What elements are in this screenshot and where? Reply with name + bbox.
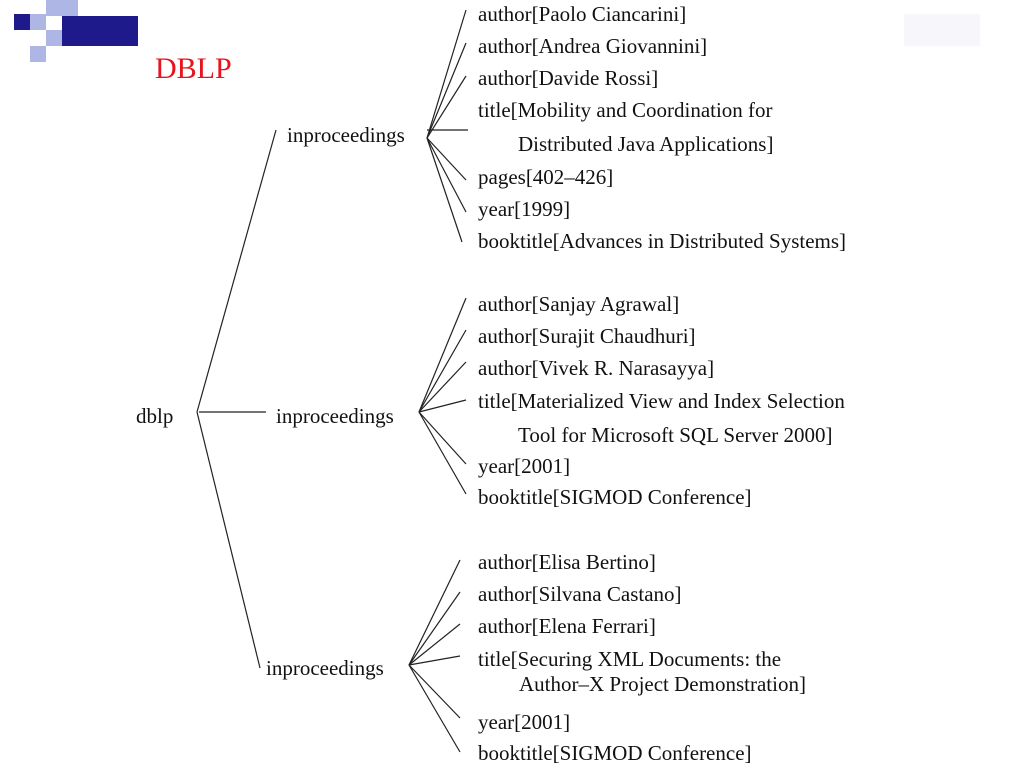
edge-3-4 <box>408 655 461 666</box>
leaf-3-4: title[Securing XML Documents: the Author… <box>478 647 806 696</box>
edge-1-1 <box>426 9 467 139</box>
leaf-3-4-continuation: Author–X Project Demonstration] <box>519 672 806 696</box>
leaf-3-4-line: title[Securing XML Documents: the <box>478 647 782 671</box>
edge-3-3 <box>408 623 461 666</box>
leaf-1-7: booktitle[Advances in Distributed System… <box>478 229 847 253</box>
logo-icon <box>0 0 140 62</box>
slide-title: DBLP <box>155 52 232 85</box>
leaf-2-3: author[Vivek R. Narasayya] <box>478 356 715 380</box>
inproceedings-node-2: inproceedings <box>276 404 394 428</box>
edge-2-3 <box>418 361 467 413</box>
leaf-2-2: author[Surajit Chaudhuri] <box>478 324 696 348</box>
edge-1-7 <box>426 137 463 243</box>
leaf-1-4-line: title[Mobility and Coordination for <box>478 98 773 122</box>
edge-3-6 <box>408 664 461 753</box>
edge-root-1 <box>196 129 277 413</box>
corner-decoration <box>904 14 980 46</box>
leaf-2-4: title[Materialized View and Index Select… <box>478 389 845 447</box>
edge-3-5 <box>408 664 461 719</box>
edge-1-6 <box>426 137 467 213</box>
leaf-1-5: pages[402–426] <box>478 165 614 189</box>
leaf-2-4-line: title[Materialized View and Index Select… <box>478 389 845 413</box>
leaf-2-5: year[2001] <box>478 454 571 478</box>
inproceedings-node-3: inproceedings <box>266 656 384 680</box>
edge-1-3 <box>426 75 467 139</box>
edge-3-1 <box>408 559 461 666</box>
leaf-2-4-continuation: Tool for Microsoft SQL Server 2000] <box>518 423 833 447</box>
leaf-3-2: author[Silvana Castano] <box>478 582 682 606</box>
edge-1-5 <box>426 137 467 181</box>
edge-2-1 <box>418 297 467 413</box>
leaf-1-4: title[Mobility and Coordination for Dist… <box>478 98 773 156</box>
edge-root-3 <box>196 411 261 669</box>
leaf-1-3: author[Davide Rossi] <box>478 66 659 90</box>
tree-root-node: dblp <box>136 404 174 428</box>
edge-2-5 <box>418 411 467 465</box>
edge-2-4 <box>418 399 467 413</box>
leaf-2-6: booktitle[SIGMOD Conference] <box>478 485 752 509</box>
leaf-3-5: year[2001] <box>478 710 571 734</box>
edge-2-6 <box>418 411 467 495</box>
edge-2-2 <box>418 329 467 413</box>
leaf-1-2: author[Andrea Giovannini] <box>478 34 708 58</box>
leaf-2-1: author[Sanjay Agrawal] <box>478 292 680 316</box>
leaf-3-1: author[Elisa Bertino] <box>478 550 656 574</box>
leaf-3-3: author[Elena Ferrari] <box>478 614 656 638</box>
inproceedings-node-1: inproceedings <box>287 123 405 147</box>
leaf-1-1: author[Paolo Ciancarini] <box>478 2 687 26</box>
edge-1-2 <box>426 42 467 139</box>
leaf-3-6: booktitle[SIGMOD Conference] <box>478 741 752 765</box>
edge-3-2 <box>408 591 461 666</box>
leaf-1-6: year[1999] <box>478 197 571 221</box>
leaf-1-4-continuation: Distributed Java Applications] <box>518 132 774 156</box>
